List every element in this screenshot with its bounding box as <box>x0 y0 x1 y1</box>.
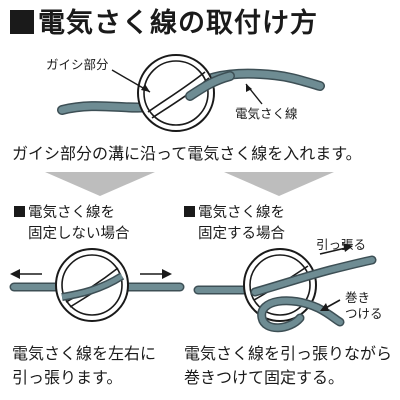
right-diagram <box>193 243 377 333</box>
left-caption: 電気さく線を左右に 引っ張ります。 <box>12 344 157 387</box>
page-title: 電気さく線の取付け方 <box>10 6 318 42</box>
wrap-label: 巻き つける <box>345 290 383 321</box>
title-text: 電気さく線の取付け方 <box>38 8 318 39</box>
left-heading: 電気さく線を 固定しない場合 <box>14 203 130 245</box>
instruction-text: ガイシ部分の溝に沿って電気さく線を入れます。 <box>12 144 362 163</box>
right-heading-square-icon <box>184 206 195 217</box>
pull-label: 引っ張る <box>316 237 367 252</box>
right-caption: 電気さく線を引っ張りながら 巻きつけて固定する。 <box>184 344 393 387</box>
right-down-arrow-icon <box>224 172 334 196</box>
right-heading: 電気さく線を 固定する場合 <box>184 203 285 245</box>
top-diagram <box>57 54 325 132</box>
title-square-icon <box>10 10 34 34</box>
left-diagram <box>9 248 185 322</box>
left-down-arrow-icon <box>45 172 155 196</box>
left-insulator-icon <box>55 248 129 322</box>
wire-label: 電気さく線 <box>235 106 298 121</box>
insulator-label: ガイシ部分 <box>46 57 109 72</box>
left-heading-square-icon <box>14 206 25 217</box>
